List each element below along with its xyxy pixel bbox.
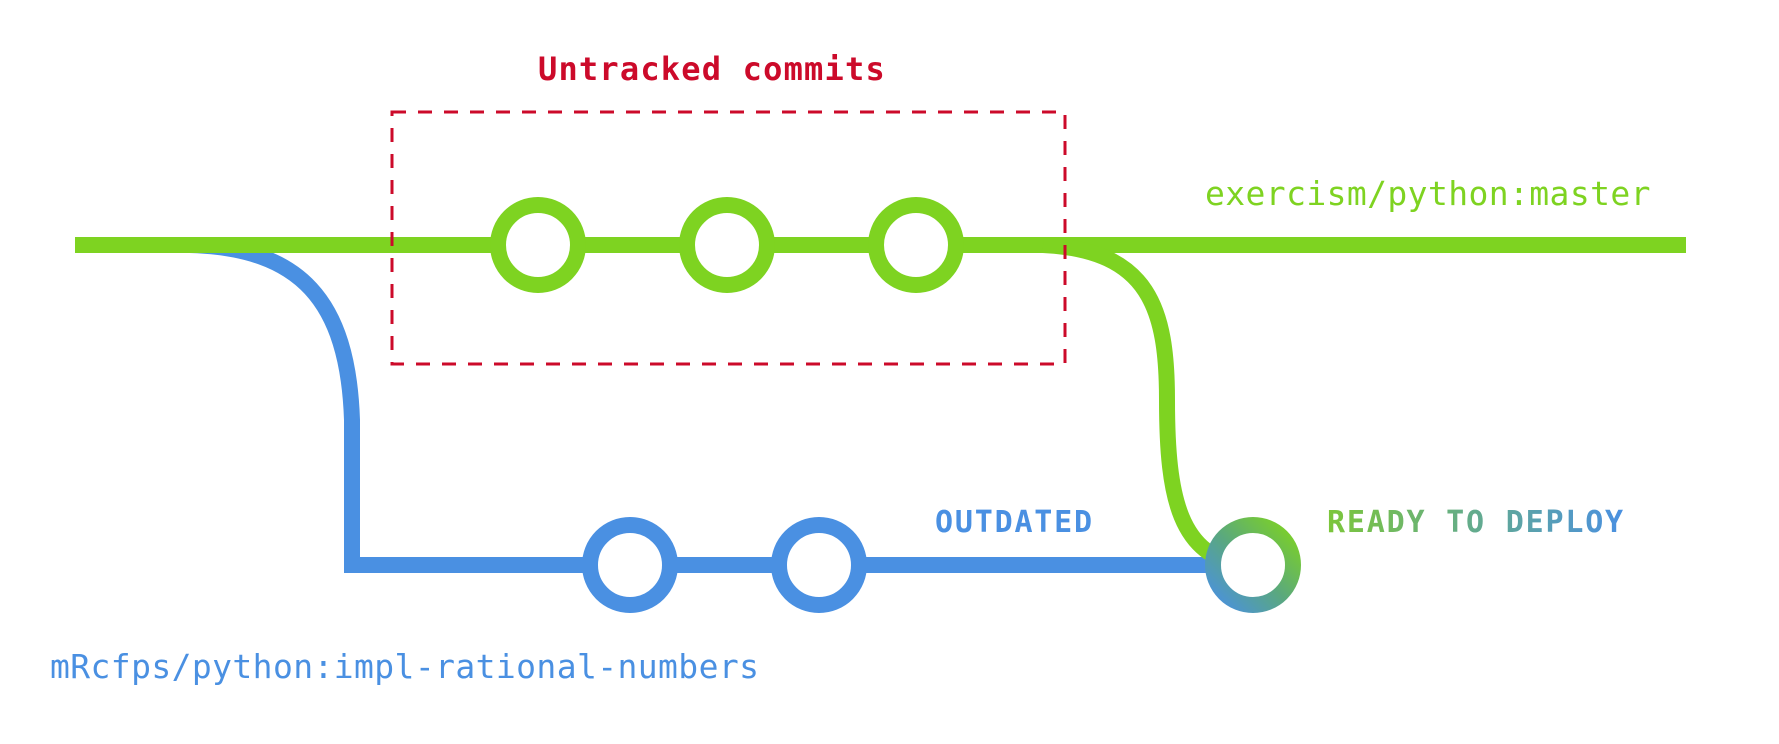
master-commit-node[interactable]: [868, 197, 964, 293]
outdated-badge: OUTDATED: [935, 505, 1094, 540]
feature-commit-node[interactable]: [582, 517, 678, 613]
master-merge-curve: [1042, 237, 1247, 574]
feature-branch-label: mRcfps/python:impl-rational-numbers: [50, 647, 759, 686]
master-branch-label: exercism/python:master: [1205, 174, 1651, 213]
master-branch-group: [75, 197, 1686, 574]
untracked-commits-box: [390, 110, 1067, 366]
feature-fork-curve: [189, 237, 360, 565]
master-commit-node[interactable]: [679, 197, 775, 293]
master-commit-node[interactable]: [490, 197, 586, 293]
untracked-commits-title: Untracked commits: [538, 50, 886, 88]
merge-commit-node[interactable]: [1205, 517, 1301, 613]
ready-to-deploy-badge: READY TO DEPLOY: [1327, 505, 1625, 540]
feature-branch-group: [189, 237, 1253, 613]
merge-group: [1205, 517, 1680, 613]
feature-commit-node[interactable]: [771, 517, 867, 613]
